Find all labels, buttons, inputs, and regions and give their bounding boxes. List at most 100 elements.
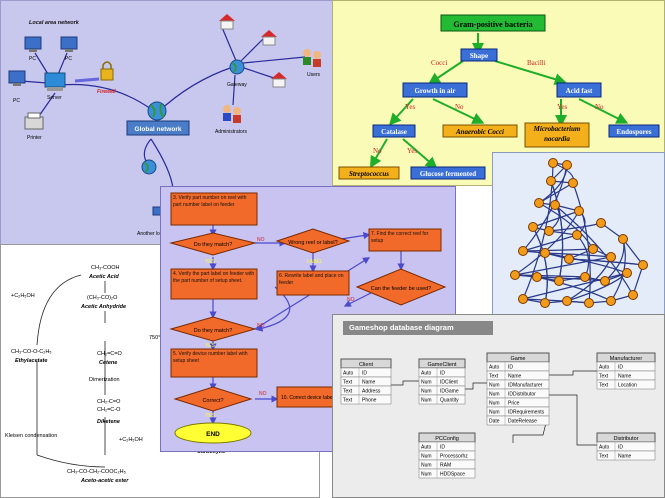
microbacterium-label: Microbacterium nocardia [533,125,581,143]
end-terminal [174,422,252,444]
db-table-row [340,394,392,405]
db-field-type: Date [489,419,500,425]
db-field-name: Address [362,389,381,395]
db-field-type: Auto [599,445,610,451]
db-table-row [418,468,476,479]
endospores-label: Endospores [617,128,652,136]
db-field-type: Text [599,374,609,380]
gram-positive-label: Gram-positive bacteria [453,20,532,29]
ethanol-label: +C₂H₅OH [11,293,35,299]
server-label: Server [47,95,62,101]
graph-panel [492,152,665,322]
no-label: No [455,103,464,111]
graph-edge [522,234,578,252]
db-table-name: GameClient [427,362,457,368]
step5-label: 5. Verify device number label with setup… [173,351,248,364]
glucose-label: Glucose fermented [420,170,476,178]
graph-edge [568,258,644,266]
db-field-name: ID [440,371,445,377]
db-field-type: Auto [343,371,354,377]
rewrite-label: 6. Rewrite label and place on feeder [279,273,344,286]
ester-label: Aceto-acetic ester [80,478,129,484]
growth-label: Growth in air [414,87,455,95]
anaerobic-label: Anaerobic Cocci [455,128,504,136]
db-field-name: DateRelease [508,419,537,425]
graph-node [564,254,574,264]
globe-icon [141,159,157,175]
db-field-type: Text [343,398,353,404]
db-field-type: Auto [489,365,500,371]
db-field-type: Num [489,392,500,398]
graph-node [518,294,528,304]
bacilli-label: Bacilli [527,59,546,67]
db-field-type: Text [343,380,353,386]
diketene-label: Diketene [97,419,120,425]
no-label: NO [257,323,265,329]
find-reel-label: 7. Find the correct reel for setup [371,231,429,244]
db-field-type: Auto [599,365,610,371]
db-field-name: ID [618,365,623,371]
pc-icon [60,36,78,52]
wrong-label: Wrong reel or label? [288,240,337,246]
endospores-node [608,124,660,138]
yes-label: Yes [557,103,567,111]
graph-diagram [510,158,648,308]
graph-node [606,252,616,262]
streptococcus-node [338,166,400,180]
db-field-type: Auto [421,371,432,377]
graph-node [628,290,638,300]
graph-node [546,176,556,186]
label-branch: LABEL [307,259,323,265]
catalase-label: Catalase [381,128,407,136]
graph-edge [522,248,594,252]
db-field-name: Quantity [440,398,459,404]
graph-node [510,270,520,280]
pc-label: PC [13,98,20,104]
acid-fast-node [556,82,602,98]
db-field-name: Name [362,380,376,386]
firewall-label: Firewall [97,89,116,95]
graph-edge [572,182,591,304]
catalase-node [372,124,416,138]
acid-fast-label: Acid fast [566,87,593,95]
network-title: Local area network [29,20,80,26]
db-table-name: Distributor [613,436,638,442]
printer-icon [24,112,44,130]
db-field-type: Num [421,380,432,386]
graph-node [540,248,550,258]
graph-node [572,230,582,240]
db-table-name: PCConfig [435,436,459,442]
microbacterium-node [524,122,590,148]
cocci-label: Cocci [431,59,447,67]
feeder-decision [355,268,447,306]
users-icon [303,49,321,67]
graph-node [548,158,558,168]
graph-node [532,272,542,282]
graph-edge [538,202,594,250]
db-table-row [486,415,550,426]
network-diagram: Local area network PC PC PC Server Firew… [8,14,321,237]
db-field-name: IDManufacturer [508,383,543,389]
graph-edge [532,226,548,304]
graph-edge [554,204,634,296]
anhydride-formula: (CH₃-CO)₂O [87,295,118,301]
carboxylic-label: Carboxylic [197,449,225,455]
no-label: NO [257,237,265,243]
step3-box [170,192,258,226]
graph-node [562,160,572,170]
global-network-box [126,120,190,136]
graph-node [540,298,550,308]
anhydride-label: Acetic Anhydride [80,304,126,310]
graph-node [568,178,578,188]
graph-edge [514,256,612,276]
ketene-label: Cetene [99,360,117,366]
db-field-name: Price [508,401,520,407]
yes-label: Yes [407,147,417,155]
graph-node [600,276,610,286]
db-field-name: Location [618,383,637,389]
db-table-name: Manufacturer [610,356,643,362]
db-field-type: Num [421,398,432,404]
graph-node [574,206,584,216]
graph-node [562,296,572,306]
